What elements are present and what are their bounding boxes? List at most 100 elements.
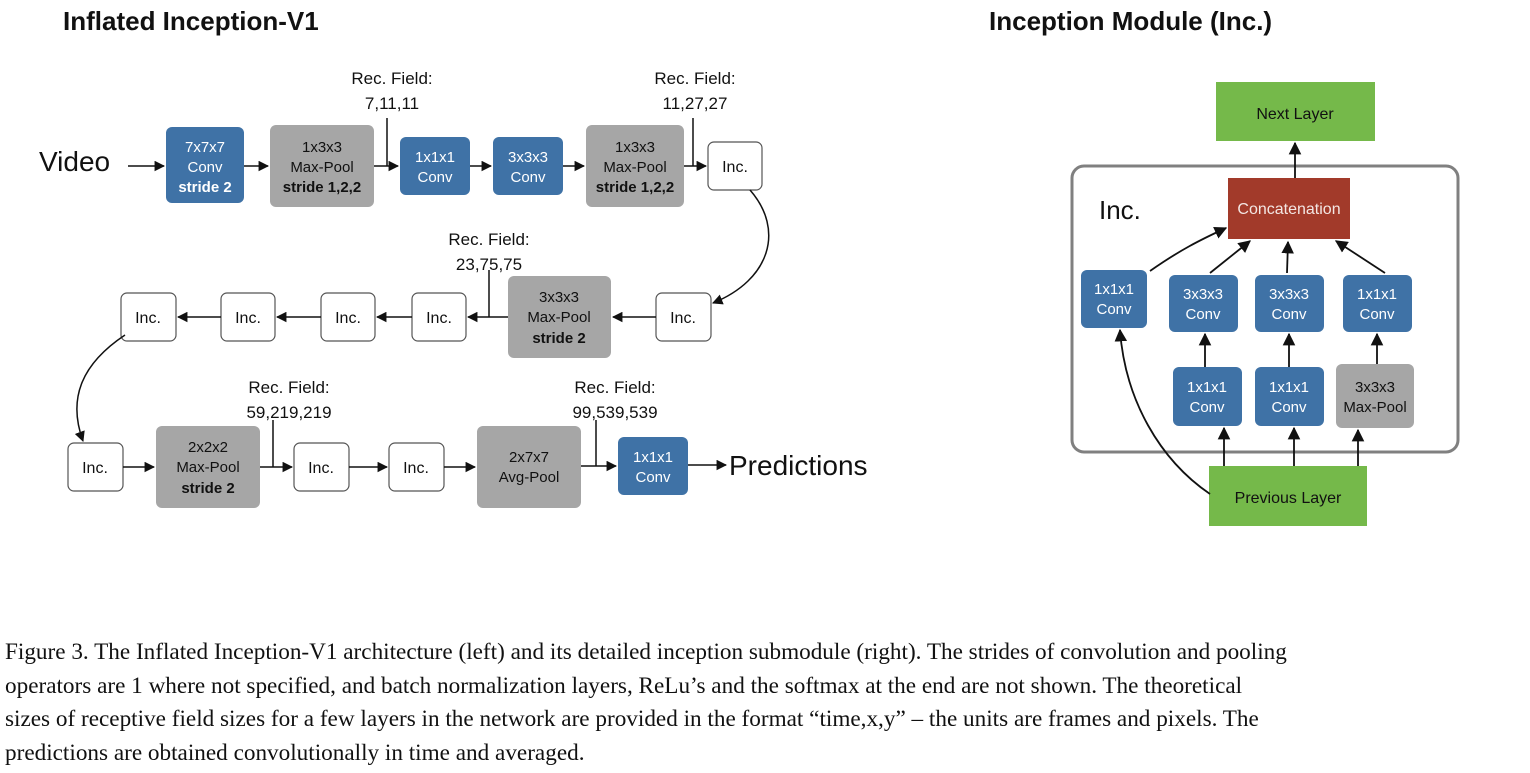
rf-label: Rec. Field: [574, 378, 655, 397]
inc-block: Inc. [120, 292, 177, 342]
connector-curve [712, 189, 770, 305]
branch3-conv3-block: 3x3x3 Conv [1255, 275, 1324, 332]
branch1-conv-kernel: 1x1x1 [1094, 281, 1134, 298]
maxpool4-stride: stride 2 [181, 480, 234, 497]
arrow [1114, 328, 1211, 495]
inc-label: Inc. [670, 310, 696, 327]
inc-label: Inc. [722, 159, 748, 176]
arrow [1334, 240, 1386, 274]
maxpool3-type: Max-Pool [527, 309, 590, 326]
next-layer-box [1216, 82, 1375, 141]
arrow [1281, 240, 1294, 274]
branch4-maxpool-block: 3x3x3 Max-Pool [1336, 364, 1414, 428]
conv7-box [166, 127, 244, 203]
branch3-conv3-type: Conv [1271, 306, 1307, 323]
inc-label: Inc. [403, 460, 429, 477]
conv3x3-kernel: 3x3x3 [508, 149, 548, 166]
right-title: Inception Module (Inc.) [989, 6, 1272, 36]
inception-container [1070, 164, 1460, 454]
predictions-label: Predictions [729, 450, 868, 481]
avgpool-block: 2x7x7 Avg-Pool [477, 426, 581, 508]
maxpool1-box [270, 125, 374, 207]
rf-value: 99,539,539 [572, 403, 657, 422]
rf-label: Rec. Field: [448, 230, 529, 249]
branch2-conv3-type: Conv [1185, 306, 1221, 323]
maxpool4-kernel: 2x2x2 [188, 439, 228, 456]
conv7-kernel: 7x7x7 [185, 139, 225, 156]
branch4-maxpool-type: Max-Pool [1343, 399, 1406, 416]
maxpool3-block: 3x3x3 Max-Pool stride 2 [508, 276, 611, 358]
branch4-conv1-block: 1x1x1 Conv [1343, 275, 1412, 332]
branch2-conv3-box [1169, 275, 1238, 332]
conv7-type: Conv [187, 159, 223, 176]
branch4-conv1-box [1343, 275, 1412, 332]
final-conv-block: 1x1x1 Conv [618, 437, 688, 495]
video-label: Video [39, 146, 110, 177]
maxpool1-kernel: 1x3x3 [302, 139, 342, 156]
maxpool2-type: Max-Pool [603, 159, 666, 176]
inc-block: Inc. [320, 292, 376, 342]
maxpool1-type: Max-Pool [290, 159, 353, 176]
maxpool2-box [586, 125, 684, 207]
next-layer-label: Next Layer [1256, 106, 1334, 123]
inc-block: Inc. [67, 442, 124, 492]
branch1-conv-type: Conv [1096, 301, 1132, 318]
branch3-conv1-type: Conv [1271, 399, 1307, 416]
concatenation-box [1228, 178, 1350, 239]
branch4-conv1-type: Conv [1359, 306, 1395, 323]
avgpool-box [477, 426, 581, 508]
branch1-conv-box [1081, 270, 1147, 328]
caption-line: sizes of receptive field sizes for a few… [5, 706, 1259, 732]
conv1x1-box [400, 137, 470, 195]
maxpool2-kernel: 1x3x3 [615, 139, 655, 156]
branch4-maxpool-kernel: 3x3x3 [1355, 379, 1395, 396]
final-conv-box [618, 437, 688, 495]
inc-block: Inc. [655, 292, 712, 342]
maxpool4-type: Max-Pool [176, 459, 239, 476]
maxpool2-block: 1x3x3 Max-Pool stride 1,2,2 [586, 125, 684, 207]
branch2-conv1-block: 1x1x1 Conv [1173, 367, 1242, 426]
arrow [1149, 227, 1228, 272]
connector-curve [74, 334, 126, 442]
conv1x1-block: 1x1x1 Conv [400, 137, 470, 195]
inc-box [707, 141, 763, 191]
rf-label: Rec. Field: [654, 69, 735, 88]
branch3-conv1-box [1255, 367, 1324, 426]
inc-label: Inc. [308, 460, 334, 477]
conv7-block: 7x7x7 Conv stride 2 [166, 127, 244, 203]
branch3-conv3-box [1255, 275, 1324, 332]
architecture-figure: Inflated Inception-V1 Inception Module (… [39, 6, 1460, 526]
inc-label: Inc. [426, 310, 452, 327]
left-title: Inflated Inception-V1 [63, 6, 319, 36]
conv7-stride: stride 2 [178, 179, 231, 196]
inc-block: Inc. [293, 442, 350, 492]
conv3x3-box [493, 137, 563, 195]
caption-line: Figure 3. The Inflated Inception-V1 arch… [5, 639, 1287, 665]
avgpool-kernel: 2x7x7 [509, 449, 549, 466]
arrow [1209, 240, 1251, 274]
inception-container-label: Inc. [1099, 195, 1141, 225]
branch3-conv1-block: 1x1x1 Conv [1255, 367, 1324, 426]
final-conv-kernel: 1x1x1 [633, 449, 673, 466]
previous-layer-label: Previous Layer [1235, 490, 1342, 507]
inc-box [120, 292, 177, 342]
inc-block: Inc. [707, 141, 763, 191]
rf-value: 11,27,27 [663, 94, 728, 113]
branch4-maxpool-box [1336, 364, 1414, 428]
inc-label: Inc. [235, 310, 261, 327]
maxpool3-box [508, 276, 611, 358]
inc-block: Inc. [220, 292, 276, 342]
final-conv-type: Conv [635, 469, 671, 486]
rf-value: 23,75,75 [456, 255, 522, 274]
rf-value: 59,219,219 [246, 403, 331, 422]
maxpool3-stride: stride 2 [532, 330, 585, 347]
rf-label: Rec. Field: [351, 69, 432, 88]
maxpool1-block: 1x3x3 Max-Pool stride 1,2,2 [270, 125, 374, 207]
branch2-conv1-box [1173, 367, 1242, 426]
figure-caption: Figure 3. The Inflated Inception-V1 arch… [5, 636, 1523, 770]
branch2-conv3-kernel: 3x3x3 [1183, 286, 1223, 303]
branch2-conv1-kernel: 1x1x1 [1187, 379, 1227, 396]
maxpool1-stride: stride 1,2,2 [283, 179, 361, 196]
inc-label: Inc. [335, 310, 361, 327]
maxpool3-kernel: 3x3x3 [539, 289, 579, 306]
